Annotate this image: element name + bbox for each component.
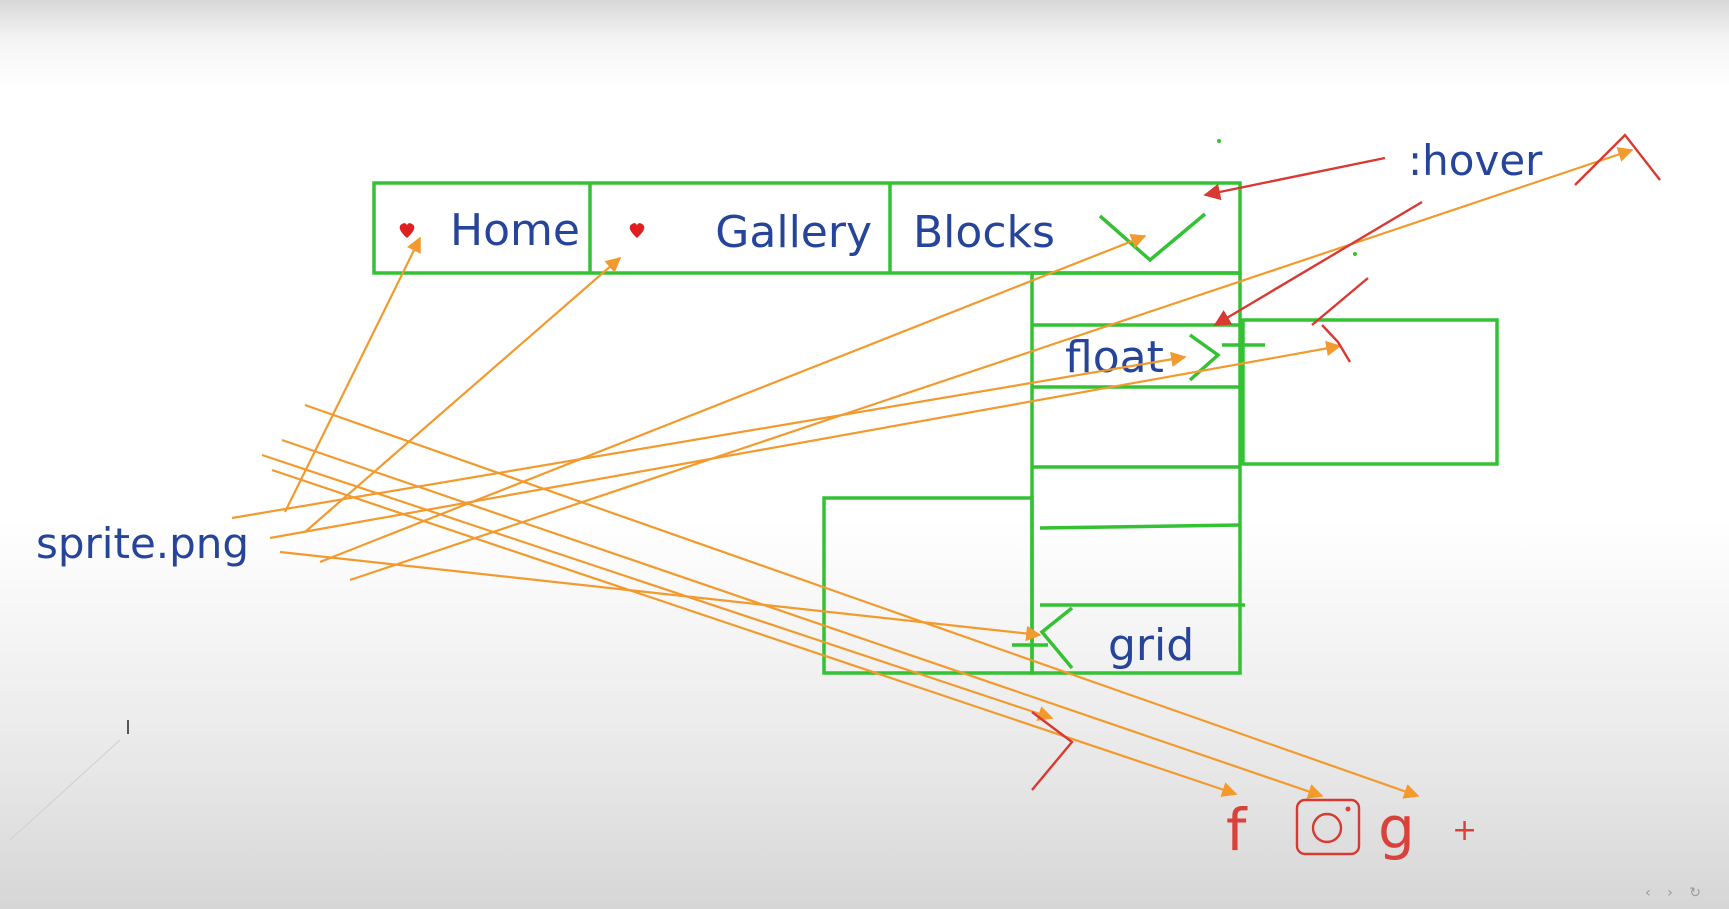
nav-item-gallery[interactable]: Gallery [629, 207, 872, 258]
arrow-to-float-chevron [231, 351, 1187, 520]
arrow-to-instagram [281, 438, 1324, 799]
nav-home-label: Home [450, 205, 580, 256]
arrow-hover-to-nav [1203, 156, 1386, 201]
stray-dot [1217, 139, 1221, 143]
heart-icon [399, 223, 415, 238]
dropdown-item-grid[interactable]: grid [1012, 606, 1194, 671]
chevron-down-icon [1098, 212, 1207, 263]
nav-item-blocks[interactable]: Blocks [913, 207, 1207, 263]
hover-arrows [1031, 133, 1661, 791]
sprite-arrows [231, 147, 1634, 799]
google-icon: g [1378, 794, 1415, 862]
arrow-to-gallery-icon [304, 256, 622, 533]
arrow-to-chevron-down [319, 233, 1147, 564]
sprite-label: sprite.png [36, 519, 249, 568]
instagram-icon [1295, 798, 1361, 856]
faint-stroke [9, 739, 121, 841]
social-icons: f g + [1226, 794, 1477, 864]
arrow-hover-to-float [1213, 200, 1423, 327]
nav-item-home[interactable]: Home [399, 205, 580, 256]
chevron-right-icon [1031, 711, 1074, 791]
dropdown-menu [1030, 271, 1245, 675]
arrow-to-grid-chevron [279, 550, 1042, 642]
arrow-to-facebook [271, 468, 1238, 797]
plus-icon: + [1452, 813, 1477, 848]
facebook-icon: f [1226, 796, 1248, 864]
nav-bar [372, 181, 1242, 275]
chevron-up-icon [1574, 133, 1661, 186]
nav-bar-frame [372, 181, 1242, 275]
arrow-to-home-icon [284, 236, 421, 513]
flyout-left [822, 496, 1034, 675]
arrow-hover-to-flyout [1311, 277, 1369, 326]
hover-label: :hover [1408, 136, 1543, 185]
dropdown-divider [1039, 523, 1241, 530]
nav-gallery-label: Gallery [715, 207, 872, 258]
hover-tick-mark [1321, 324, 1352, 363]
flyout-right [1241, 318, 1499, 466]
heart-icon [629, 223, 645, 238]
dropdown-item-float[interactable]: float [1065, 332, 1265, 383]
dropdown-frame [1030, 271, 1242, 675]
arrow-to-hover-chevron [349, 147, 1634, 582]
arrow-to-flyout-chevron [269, 340, 1342, 540]
grid-label: grid [1108, 620, 1194, 671]
stray-dot [1353, 252, 1357, 256]
arrow-to-lower-chevron [261, 453, 1054, 721]
arrow-to-google-plus [304, 403, 1420, 799]
player-controls-icon[interactable]: ‹ › ↻ [1645, 885, 1707, 901]
nav-blocks-label: Blocks [913, 207, 1055, 258]
chevron-left-icon [1039, 606, 1074, 670]
